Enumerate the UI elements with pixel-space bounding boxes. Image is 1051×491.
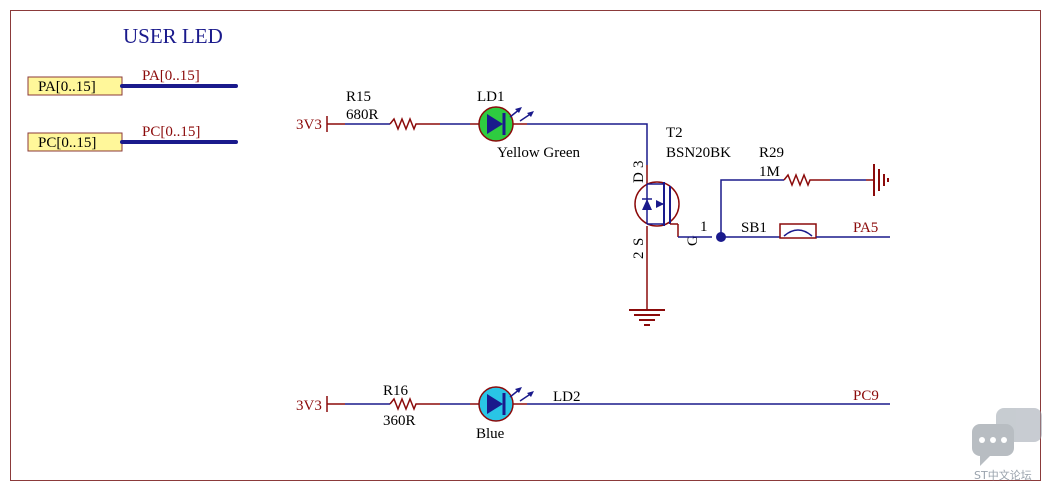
t2-pin-2: 2 [631, 252, 647, 260]
chat-bubble-icon [972, 408, 1042, 466]
sheet-title: USER LED [123, 24, 223, 48]
power-3v3-top: 3V3 [296, 116, 345, 133]
bus-pa-net: PA[0..15] [142, 68, 200, 84]
ld2-ref: LD2 [553, 389, 581, 405]
resistor-r15: R15 680R [346, 89, 440, 132]
bus-pc-net: PC[0..15] [142, 124, 200, 140]
ld2-color: Blue [476, 426, 505, 442]
watermark-text: ST中文论坛 [974, 468, 1032, 482]
power-3v3-top-label: 3V3 [296, 117, 322, 133]
port-pc[interactable]: PC[0..15] [27, 132, 123, 152]
resistor-r16: R16 360R [383, 383, 440, 429]
t2-ref: T2 [666, 125, 683, 141]
sb1-ref: SB1 [741, 220, 767, 236]
net-pc9: PC9 [853, 388, 879, 404]
led-ld2: LD2 Blue [470, 386, 581, 442]
r16-value: 360R [383, 413, 416, 429]
resistor-r29: R29 1M [759, 145, 830, 188]
t2-pin-3: 3 [631, 161, 647, 169]
r29-value: 1M [759, 164, 780, 180]
ld1-color: Yellow Green [497, 145, 581, 161]
ground-symbol-r29 [866, 164, 889, 196]
t2-value: BSN20BK [666, 145, 731, 161]
port-pa[interactable]: PA[0..15] [27, 76, 123, 96]
t2-pin-s: S [631, 238, 647, 246]
t2-pin-d: D [631, 172, 647, 183]
t2-pin-g: G [685, 235, 701, 246]
solder-bridge-sb1: SB1 [741, 220, 817, 239]
led-ld1: LD1 Yellow Green [470, 89, 581, 161]
power-3v3-bottom-label: 3V3 [296, 398, 322, 414]
r29-ref: R29 [759, 145, 784, 161]
t2-pin-1: 1 [700, 219, 708, 235]
r15-value: 680R [346, 107, 379, 123]
ld1-ref: LD1 [477, 89, 505, 105]
net-pa5: PA5 [853, 220, 878, 236]
ground-symbol-t2 [629, 262, 665, 326]
r15-ref: R15 [346, 89, 371, 105]
transistor-t2: T2 BSN20BK D 3 S 2 G 1 [631, 125, 731, 262]
r16-ref: R16 [383, 383, 409, 399]
wire [527, 123, 648, 165]
sheet-border [10, 10, 1041, 481]
port-pa-label: PA[0..15] [38, 79, 96, 95]
wire [720, 179, 784, 237]
power-3v3-bottom: 3V3 [296, 396, 345, 414]
port-pc-label: PC[0..15] [38, 135, 96, 151]
